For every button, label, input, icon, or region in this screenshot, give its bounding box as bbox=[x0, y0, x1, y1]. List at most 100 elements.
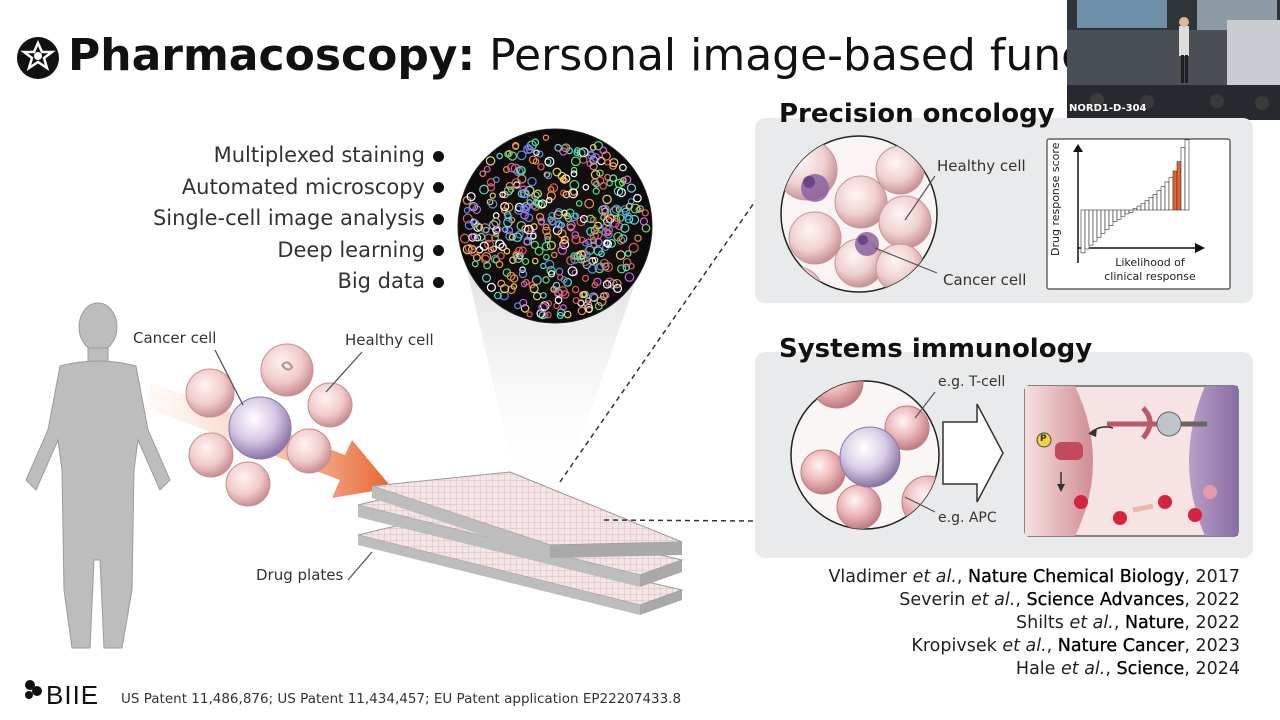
cell-dot bbox=[620, 223, 630, 233]
cell-dot bbox=[555, 220, 564, 229]
cell-dot bbox=[544, 156, 555, 167]
cell-dot bbox=[537, 218, 545, 226]
cell-dot bbox=[496, 152, 503, 160]
reference-item: Hale et al., Science, 2024 bbox=[1015, 659, 1240, 679]
cell-dot bbox=[523, 238, 531, 246]
cell-dot bbox=[498, 242, 507, 252]
cell-cluster bbox=[185, 343, 353, 507]
phosphate-label: P bbox=[1040, 434, 1047, 444]
cell-dot bbox=[528, 155, 538, 165]
cell-dot bbox=[508, 233, 516, 241]
response-bar bbox=[1180, 147, 1186, 211]
cell-dot bbox=[463, 207, 471, 214]
cell-dot bbox=[571, 231, 580, 239]
cell-dot bbox=[464, 243, 474, 253]
response-bar bbox=[1100, 209, 1106, 234]
cell-dot bbox=[495, 260, 504, 269]
cell-dot bbox=[520, 210, 529, 220]
cell-dot bbox=[544, 171, 553, 180]
response-bar bbox=[1108, 209, 1114, 226]
cell-dot bbox=[613, 283, 623, 293]
bullet-icon bbox=[433, 245, 444, 256]
cell-dot bbox=[542, 134, 550, 141]
cell-dot bbox=[589, 144, 597, 151]
cell-dot bbox=[499, 291, 509, 301]
cell-dot bbox=[611, 204, 622, 215]
cell-dot bbox=[491, 233, 499, 242]
cell-dot bbox=[488, 199, 498, 209]
cell-dot bbox=[593, 246, 603, 256]
cell-dot bbox=[499, 191, 506, 198]
cell-dot bbox=[521, 257, 530, 266]
cell-dot bbox=[557, 286, 568, 297]
cell-dot bbox=[554, 143, 563, 152]
cell-dot bbox=[475, 223, 484, 231]
label-po-healthy-cell: Healthy cell bbox=[937, 157, 1026, 175]
response-bar bbox=[1096, 209, 1102, 238]
speaker-video-thumbnail[interactable] bbox=[1067, 0, 1280, 120]
cell-dot bbox=[567, 266, 578, 277]
response-bar bbox=[1080, 209, 1086, 254]
cell-dot bbox=[580, 290, 588, 299]
label-cancer-cell: Cancer cell bbox=[133, 329, 217, 347]
cell-dot bbox=[533, 189, 543, 198]
cell-dot bbox=[588, 292, 599, 302]
cell-dot bbox=[568, 188, 579, 199]
cell-dot bbox=[526, 199, 533, 206]
bullet-icon bbox=[433, 213, 444, 225]
title-logo-icon bbox=[17, 37, 59, 79]
cell-dot bbox=[534, 246, 544, 256]
cell-dot bbox=[581, 274, 590, 282]
response-bar bbox=[1176, 161, 1182, 211]
cell-dot bbox=[557, 245, 568, 255]
cell-dot bbox=[530, 240, 539, 250]
cell-dot bbox=[584, 303, 594, 313]
cell-dot bbox=[602, 292, 610, 299]
cell-dot bbox=[531, 257, 539, 265]
video-room-label: NORD1-D-304 bbox=[1069, 103, 1147, 114]
cell-dot bbox=[624, 250, 632, 257]
cell-dot bbox=[589, 216, 597, 224]
label-t-cell: e.g. T-cell bbox=[938, 374, 1006, 390]
cell-dot bbox=[566, 220, 576, 231]
cell-dot bbox=[590, 241, 598, 249]
cell-dot bbox=[544, 259, 555, 270]
cell-dot bbox=[615, 250, 626, 260]
po-y-axis-label: Drug response score bbox=[1049, 142, 1062, 256]
cell-dot bbox=[624, 214, 634, 224]
feature-item: Automated microscopy bbox=[153, 172, 444, 204]
response-bar bbox=[1132, 208, 1138, 211]
reference-item: Shilts et al., Nature, 2022 bbox=[1016, 613, 1240, 633]
cell-dot bbox=[535, 212, 545, 222]
cell-dot bbox=[624, 272, 635, 282]
cell-dot bbox=[489, 192, 496, 199]
cell-dot bbox=[526, 311, 533, 318]
cell-dot bbox=[598, 250, 605, 258]
cell-dot bbox=[589, 155, 598, 165]
cell-dot bbox=[626, 183, 637, 193]
cell-dot bbox=[481, 273, 492, 283]
cell-dot bbox=[633, 193, 642, 203]
cell-dot bbox=[503, 247, 511, 255]
response-bar bbox=[1144, 200, 1150, 211]
cell-dot bbox=[546, 265, 556, 276]
cell-dot bbox=[549, 183, 559, 193]
cell-dot bbox=[560, 238, 567, 245]
cell-dot bbox=[502, 226, 509, 233]
cell-dot bbox=[548, 217, 557, 226]
cell-dot bbox=[599, 292, 608, 301]
precision-oncology-illustration bbox=[780, 135, 1231, 293]
cell-dot bbox=[570, 156, 581, 167]
cell-dot bbox=[578, 236, 586, 244]
response-bar bbox=[1104, 209, 1110, 230]
label-po-cancer-cell: Cancer cell bbox=[943, 271, 1027, 289]
cell-dot bbox=[602, 194, 612, 205]
label-drug-plates: Drug plates bbox=[256, 566, 344, 584]
cell-dot bbox=[470, 232, 479, 241]
reference-item: Vladimer et al., Nature Chemical Biology… bbox=[828, 567, 1240, 587]
cell-dot bbox=[582, 183, 590, 191]
cell-dot bbox=[635, 206, 642, 213]
feature-item: Deep learning bbox=[153, 235, 444, 267]
cell-dot bbox=[591, 281, 599, 289]
cell-dot bbox=[495, 239, 505, 249]
